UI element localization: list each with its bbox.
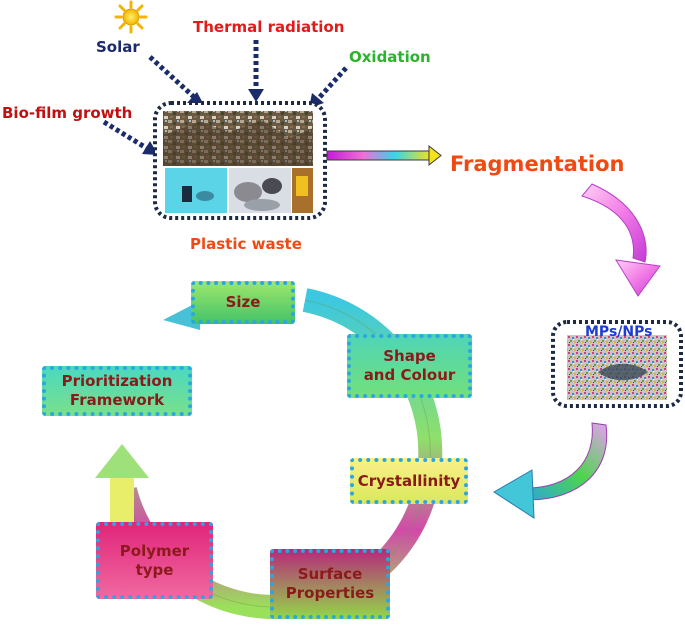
surface-box-bg	[270, 549, 390, 619]
green-curved-arrow	[493, 422, 608, 519]
solar-arrow	[148, 55, 196, 99]
cycle-arrow-head-left	[163, 301, 200, 330]
size-box-bg	[191, 281, 295, 324]
fragmentation-arrow	[326, 144, 442, 167]
sun-icon	[114, 0, 148, 34]
polymer-box-bg	[96, 522, 213, 599]
pink-curved-arrow	[581, 183, 661, 297]
biofilm-growth-label: Bio-film growth	[2, 104, 133, 122]
polymer-type-box: Polymer type	[96, 522, 213, 599]
oxidation-arrow	[316, 66, 348, 101]
mps-nps-label: MPs/NPs	[585, 324, 653, 340]
mps-nps-box	[551, 320, 683, 408]
thermal-radiation-label: Thermal radiation	[193, 18, 345, 36]
surface-properties-box: Surface Properties	[270, 549, 390, 619]
plastic-waste-box	[153, 101, 327, 220]
shape-box-bg	[347, 334, 472, 398]
size-box: Size	[191, 281, 295, 324]
shape-colour-box: Shape and Colour	[347, 334, 472, 398]
fragmentation-label: Fragmentation	[450, 152, 625, 176]
framework-box-bg	[42, 366, 192, 416]
biofilm-arrow	[102, 119, 150, 152]
waste-image-water	[165, 168, 227, 213]
oxidation-label: Oxidation	[349, 48, 431, 66]
plastic-waste-caption: Plastic waste	[190, 235, 302, 253]
crystallinity-box-bg	[350, 458, 468, 504]
solar-label: Solar	[96, 38, 140, 56]
crystallinity-box: Crystallinity	[350, 458, 468, 504]
prioritization-framework-box: Prioritization Framework	[42, 366, 192, 416]
cycle-arrow-head-up	[95, 444, 149, 478]
